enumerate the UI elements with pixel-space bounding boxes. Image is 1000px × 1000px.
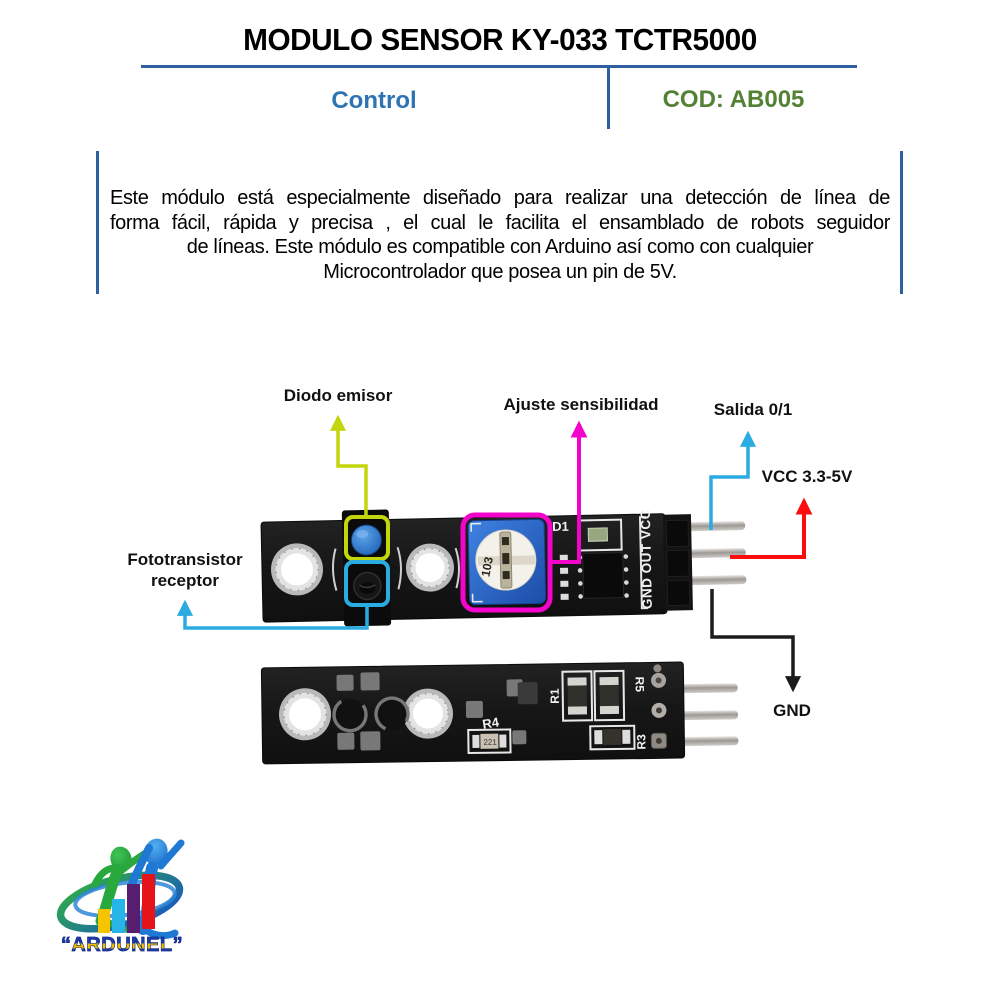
description-panel: Este módulo está especialmente diseñado … (110, 186, 890, 284)
description-line: Este módulo está especialmente diseñado … (110, 187, 890, 209)
mounting-hole (403, 688, 454, 739)
brand-name: “ARDUNEL” (50, 934, 194, 957)
resistor-r3: R3 (589, 724, 649, 751)
pot-value: 103 (478, 555, 496, 578)
pin-header (662, 514, 747, 611)
mounting-hole (270, 543, 323, 596)
r5-label: R5 (633, 677, 647, 693)
sensitivity-arrow (550, 420, 588, 564)
vcc-arrow (730, 497, 813, 559)
phototransistor-box (344, 560, 390, 607)
pin-solder-joints (650, 664, 667, 749)
output-arrow (709, 430, 757, 530)
emitter-led (350, 524, 382, 556)
emitter-label: Diodo emisor (283, 386, 393, 405)
pin (676, 710, 739, 721)
sensitivity-potentiometer: 103 (467, 518, 547, 606)
phototransistor-label: Fototransistor receptor (127, 550, 243, 590)
resistor-r5: R5 (593, 669, 647, 722)
header-divider (607, 65, 610, 129)
header-underline (141, 65, 857, 68)
vcc-label: VCC 3.3-5V (761, 467, 853, 486)
sensitivity-label: Ajuste sensibilidad (503, 395, 659, 414)
pin (675, 683, 738, 694)
solder-pads (336, 672, 538, 751)
r4-value: 221 (483, 738, 497, 747)
product-code-label: COD: AB005 (662, 86, 805, 113)
description-line: de líneas. Este módulo es compatible con… (186, 236, 814, 259)
r4-label: R4 (481, 714, 500, 731)
top-board: 103 D1 (260, 509, 747, 627)
led-solder-ring (332, 696, 368, 733)
resistor-r4: R4 221 (467, 714, 512, 755)
pin-silk-labels: GND OUT VCC (638, 509, 655, 609)
bottom-board: R4 221 R1 R5 (260, 661, 739, 765)
resistor-r1: R1 (548, 670, 594, 722)
gnd-arrow (710, 589, 802, 693)
r3-label: R3 (634, 734, 648, 750)
mounting-hole (279, 688, 332, 741)
pin-out (681, 521, 746, 532)
r1-label: R1 (548, 688, 562, 704)
pin-gnd (682, 575, 747, 586)
output-label: Salida 0/1 (713, 400, 793, 419)
d1-silk-label: D1 (552, 519, 569, 534)
phototransistor-arrow (176, 599, 369, 630)
page-title: MODULO SENSOR KY-033 TCTR5000 (243, 22, 757, 57)
description-rule-left (96, 151, 99, 294)
description-line: forma fácil, rápida y precisa , el cual … (110, 211, 890, 234)
category-label: Control (331, 87, 417, 114)
pin-vcc (681, 548, 746, 559)
brand-logo (56, 838, 185, 940)
phototransistor (353, 571, 382, 601)
logo-bar-chart (98, 874, 155, 933)
pin (676, 736, 739, 747)
mounting-hole (405, 543, 454, 592)
emitter-arrow (329, 414, 368, 519)
description-line: Microcontrolador que posea un pin de 5V. (323, 260, 677, 283)
gnd-label: GND (773, 701, 811, 720)
description-rule-right (900, 151, 903, 294)
led-solder-ring (374, 696, 410, 732)
